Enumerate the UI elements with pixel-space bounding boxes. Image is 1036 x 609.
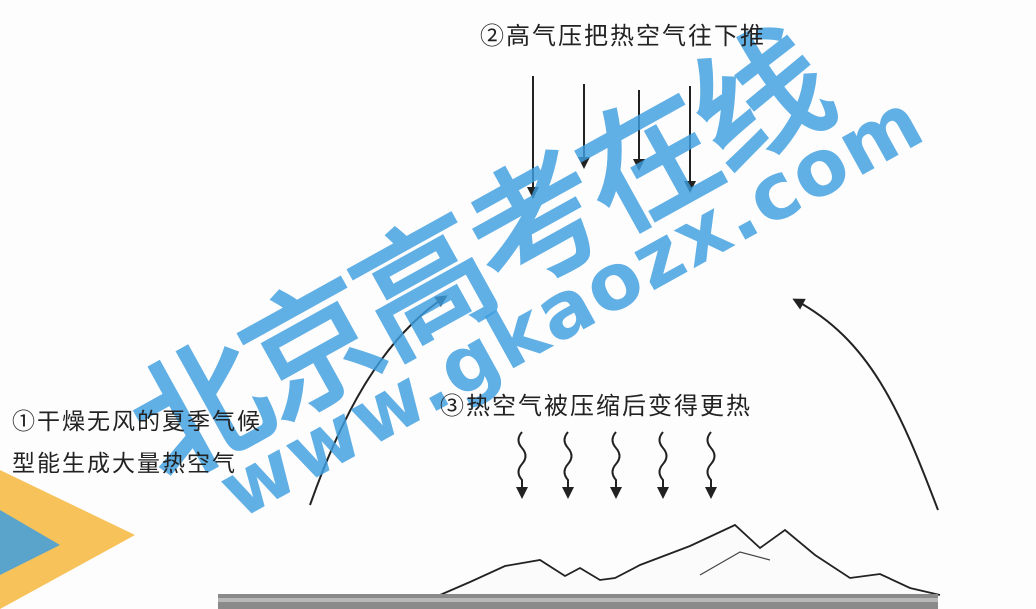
- left-rising-arrow: [309, 295, 448, 506]
- wavy-arrow: [516, 431, 528, 499]
- watermark-chevron-inner: [0, 510, 60, 575]
- wavy-arrow: [705, 431, 717, 499]
- label-dry-summer-line1: ①干燥无风的夏季气候: [12, 409, 262, 435]
- ground-texture: [218, 598, 938, 602]
- right-rising-arrow: [792, 298, 939, 511]
- wavy-arrow: [610, 431, 622, 499]
- mountain-ridge: [699, 551, 771, 576]
- heat-arrows: [516, 431, 717, 499]
- wavy-arrow: [657, 431, 669, 499]
- label-dry-summer-line2: 型能生成大量热空气: [12, 451, 237, 477]
- down-arrows: [527, 76, 696, 199]
- watermark-chevron-shape: [0, 470, 135, 609]
- mountain-range: [439, 523, 941, 596]
- label-high-pressure: ②高气压把热空气往下推: [480, 22, 766, 50]
- label-compressed-air: ③热空气被压缩后变得更热: [440, 392, 752, 420]
- wavy-arrow: [562, 431, 574, 499]
